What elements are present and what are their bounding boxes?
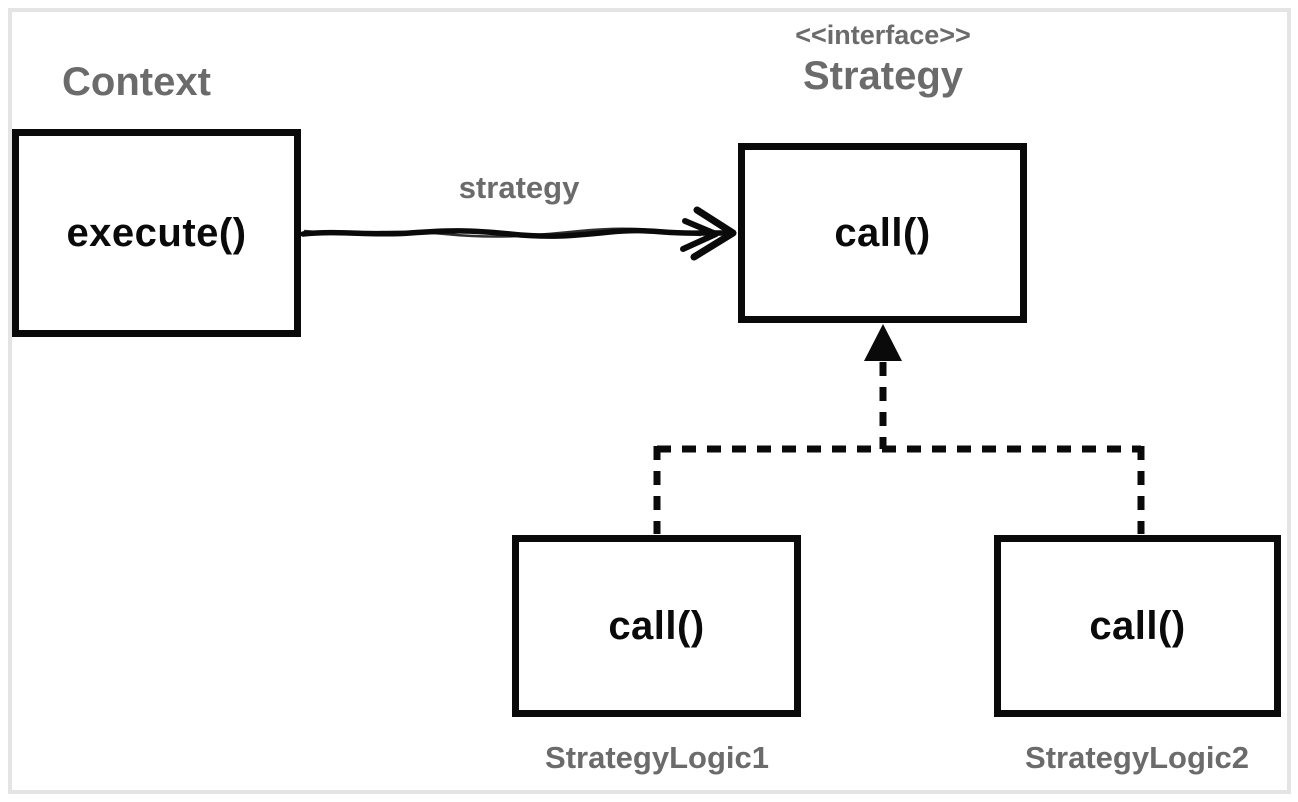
strategylogic2-class-box: call() — [994, 535, 1281, 717]
association-line-texture — [303, 227, 702, 238]
context-class-box: execute() — [12, 129, 301, 337]
strategylogic1-method-label: call() — [608, 603, 705, 648]
association-label: strategy — [458, 170, 580, 205]
context-class-title: Context — [62, 60, 211, 104]
context-method-label: execute() — [66, 210, 247, 255]
open-arrowhead-icon — [690, 206, 737, 261]
strategy-class-title: Strategy — [802, 54, 964, 98]
strategylogic2-class-title: StrategyLogic2 — [1025, 740, 1249, 775]
association-arrow — [300, 206, 737, 261]
strategylogic2-method-label: call() — [1089, 603, 1186, 648]
strategy-method-label: call() — [834, 210, 931, 255]
open-arrowhead-inner-icon — [680, 218, 719, 252]
realization-arrowhead-icon — [864, 324, 902, 361]
realization-connector — [653, 362, 1145, 534]
strategy-stereotype-label: <<interface>> — [795, 20, 971, 50]
strategylogic1-class-box: call() — [512, 535, 801, 717]
strategy-interface-box: call() — [738, 143, 1027, 323]
strategylogic1-class-title: StrategyLogic1 — [545, 740, 769, 775]
association-line — [300, 227, 727, 239]
